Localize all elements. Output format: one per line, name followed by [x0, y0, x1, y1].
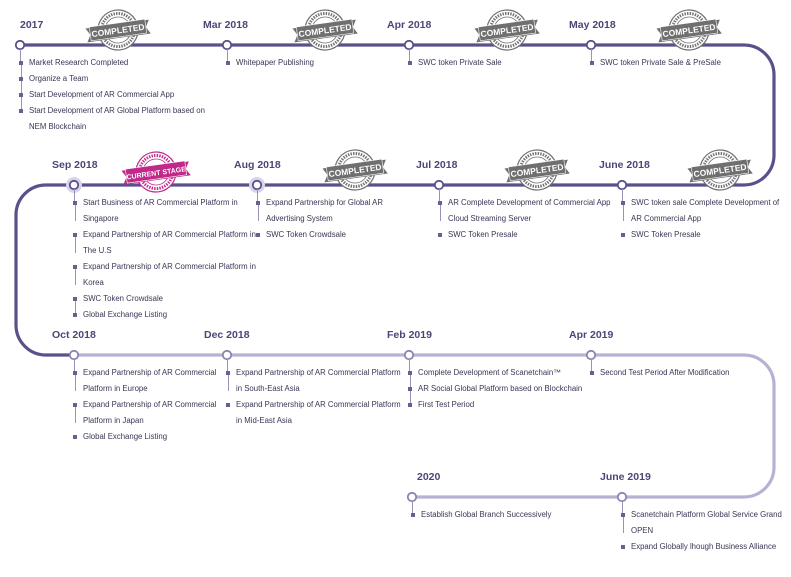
- current-stage-badge: CURRENT STAGE: [121, 151, 191, 193]
- milestone-item: SWC Token Crowdsale: [256, 227, 412, 243]
- milestone-node: [616, 179, 628, 191]
- milestone-item: Global Exchange Listing: [73, 429, 234, 445]
- completed-badge: COMPLETED: [474, 9, 540, 51]
- milestone-node: [585, 39, 597, 51]
- milestone-item: Second Test Period After Modification: [590, 365, 771, 381]
- milestone-item: Complete Development of Scanetchain™: [408, 365, 589, 391]
- milestone-node: [68, 349, 80, 361]
- milestone-nodes: [14, 39, 628, 503]
- milestone-item: Expand Partnership of AR Commercial Plat…: [73, 397, 234, 429]
- milestone-item: Scanetchain Platform Global Service Gran…: [621, 507, 782, 539]
- milestone-date: June 2019: [600, 471, 651, 483]
- milestone-node: [403, 349, 415, 361]
- milestone-stem: [591, 359, 592, 371]
- milestone-item: AR Social Global Platform based on Block…: [408, 381, 589, 407]
- milestone-item: Expand Partnership of AR Commercial Plat…: [226, 365, 407, 397]
- milestone-date: 2017: [20, 19, 44, 31]
- milestone-stem: [439, 189, 440, 201]
- milestone-date: Mar 2018: [203, 19, 248, 31]
- completed-badge: COMPLETED: [85, 9, 151, 51]
- milestone-item: Market Research Completed: [19, 55, 220, 81]
- milestone-node: [221, 349, 233, 361]
- milestone-date: May 2018: [569, 19, 616, 31]
- milestone-items: Establish Global Branch Successively: [411, 507, 587, 523]
- milestone-items: Start Business of AR Commercial Platform…: [73, 195, 259, 323]
- milestone-items: Scanetchain Platform Global Service Gran…: [621, 507, 782, 555]
- milestone-node: [221, 39, 233, 51]
- milestone-items: SWC token sale Complete Development of A…: [621, 195, 782, 243]
- milestone-item: SWC token sale Complete Development of A…: [621, 195, 782, 227]
- milestone-stem: [227, 49, 228, 61]
- milestone-date: Jul 2018: [416, 159, 458, 171]
- milestone-items: Whitepaper Publishing: [226, 55, 387, 71]
- milestone-stem: [227, 359, 228, 371]
- milestone-node: [616, 491, 628, 503]
- milestone-item: First Test Period: [408, 397, 589, 413]
- timeline-path: [14, 43, 776, 499]
- status-badges: COMPLETED COMPLETED COMPLETED COMPLETED CURR…: [85, 9, 753, 193]
- milestone-item: Organize a Team: [19, 71, 220, 97]
- milestone-item: AR Complete Development of Commercial Ap…: [438, 195, 624, 227]
- milestone-stem: [412, 501, 413, 513]
- milestone-date: 2020: [417, 471, 441, 483]
- milestone-item: SWC token Private Sale: [408, 55, 569, 71]
- completed-badge: COMPLETED: [656, 9, 722, 51]
- milestone-item: Whitepaper Publishing: [226, 55, 387, 71]
- completed-badge: COMPLETED: [687, 149, 753, 191]
- milestone-item: SWC token Private Sale & PreSale: [590, 55, 771, 71]
- milestone-node: [251, 179, 263, 191]
- milestone-stem: [74, 359, 75, 371]
- completed-badge: COMPLETED: [322, 149, 388, 191]
- milestone-date: June 2018: [599, 159, 650, 171]
- milestone-items: SWC token Private Sale: [408, 55, 569, 71]
- milestone-items: Expand Partnership of AR Commercial Plat…: [73, 365, 234, 445]
- milestone-stem: [74, 189, 75, 201]
- milestone-node: [403, 39, 415, 51]
- milestone-item: Expand Partnership of AR Commercial Plat…: [73, 365, 234, 397]
- milestone-items: AR Complete Development of Commercial Ap…: [438, 195, 624, 243]
- milestone-stem: [409, 359, 410, 371]
- milestone-node: [68, 179, 80, 191]
- milestone-item: Start Development of AR Global Platform …: [19, 103, 220, 135]
- completed-badge: COMPLETED: [504, 149, 570, 191]
- milestone-stem: [20, 49, 21, 61]
- milestone-items: Expand Partnership for Global AR Adverti…: [256, 195, 412, 243]
- milestone-stem: [257, 189, 258, 201]
- milestone-date: Apr 2018: [387, 19, 432, 31]
- milestone-item: Expand Partnership of AR Commercial Plat…: [73, 227, 259, 259]
- milestone-items: SWC token Private Sale & PreSale: [590, 55, 771, 71]
- milestone-item: Start Business of AR Commercial Platform…: [73, 195, 259, 227]
- milestone-item: Expand Partnership of AR Commercial Plat…: [73, 259, 259, 291]
- milestone-date: Dec 2018: [204, 329, 250, 341]
- milestone-stem: [409, 49, 410, 61]
- milestone-items: Second Test Period After Modification: [590, 365, 771, 381]
- completed-badge: COMPLETED: [292, 9, 358, 51]
- milestone-date: Sep 2018: [52, 159, 98, 171]
- milestone-node: [14, 39, 26, 51]
- milestone-stem: [622, 501, 623, 513]
- milestone-date: Oct 2018: [52, 329, 96, 341]
- milestone-node: [406, 491, 418, 503]
- milestone-date: Aug 2018: [234, 159, 281, 171]
- milestone-item: Start Development of AR Commercial App: [19, 87, 220, 113]
- milestone-item: Expand Globally lhough Business Alliance: [621, 539, 782, 555]
- milestone-date: Feb 2019: [387, 329, 432, 341]
- milestone-item: Expand Partnership of AR Commercial Plat…: [226, 397, 407, 429]
- milestone-item: Expand Partnership for Global AR Adverti…: [256, 195, 412, 227]
- milestone-item: SWC Token Presale: [438, 227, 624, 243]
- milestone-items: Expand Partnership of AR Commercial Plat…: [226, 365, 407, 429]
- milestone-stem: [591, 49, 592, 61]
- milestone-item: Global Exchange Listing: [73, 307, 259, 323]
- milestone-node: [433, 179, 445, 191]
- milestone-stem: [622, 189, 623, 201]
- milestone-date: Apr 2019: [569, 329, 614, 341]
- milestone-item: SWC Token Crowdsale: [73, 291, 259, 317]
- milestone-item: SWC Token Presale: [621, 227, 782, 243]
- milestone-node: [585, 349, 597, 361]
- milestone-item: Establish Global Branch Successively: [411, 507, 587, 523]
